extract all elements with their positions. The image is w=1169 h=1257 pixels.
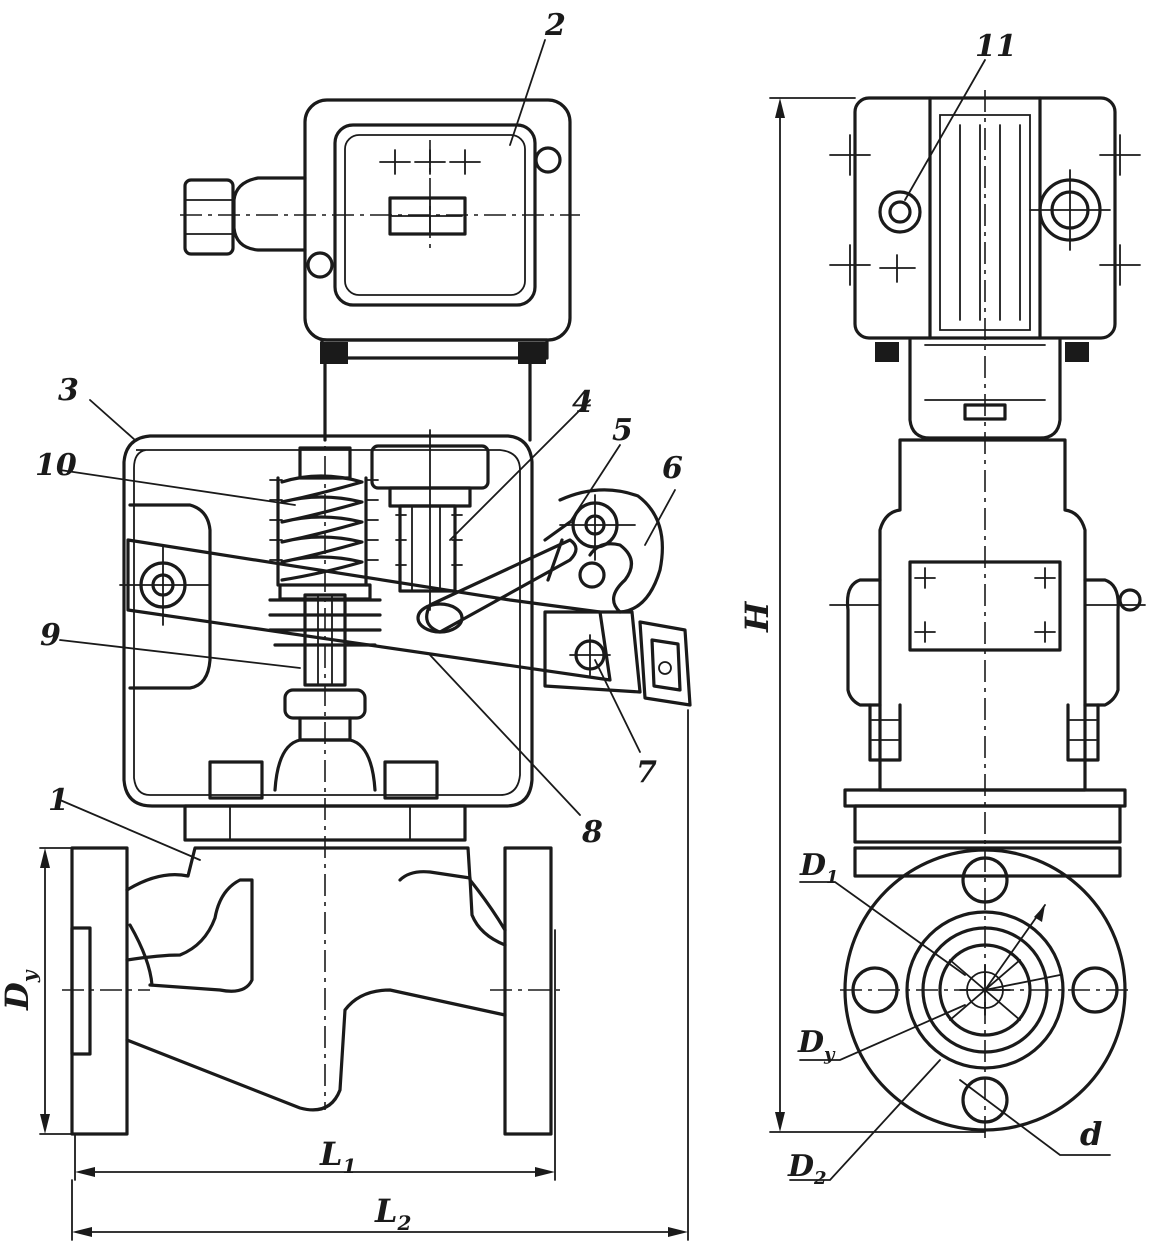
dim-h: H [738, 600, 776, 633]
stem-bellows [208, 583, 439, 800]
dim-l1: L1 [319, 1135, 356, 1178]
dimension-labels: L1 L2 Dy H D1 Dy D2 d [0, 600, 1102, 1235]
callout-9: 9 [40, 618, 61, 653]
dim-dy-left: Dy [0, 969, 41, 1011]
dim-d1: D1 [799, 848, 839, 888]
side-housing [829, 438, 1146, 878]
callout-6: 6 [662, 451, 683, 486]
callout-7: 7 [636, 755, 657, 790]
callout-2: 2 [544, 8, 566, 43]
terminal-box [183, 98, 572, 364]
callout-labels: 2 3 10 4 5 6 9 7 8 1 11 [35, 8, 1017, 850]
dim-d: d [1080, 1115, 1102, 1153]
lever [119, 503, 612, 690]
dim-l2: L2 [374, 1192, 412, 1235]
dim-dy-right: Dy [797, 1025, 836, 1065]
leader-lines [59, 39, 676, 861]
valve-body [70, 846, 553, 1136]
side-center-lines [840, 90, 1130, 1140]
center-lines [62, 140, 580, 1110]
front-view [39, 39, 692, 1241]
callout-3: 3 [58, 373, 79, 408]
dimension-lines [39, 709, 689, 1241]
callout-11: 11 [975, 29, 1017, 64]
callout-8: 8 [581, 815, 603, 850]
callout-4: 4 [572, 385, 593, 420]
callout-10: 10 [35, 448, 77, 483]
callout-1: 1 [48, 783, 69, 818]
side-bracket [543, 610, 692, 707]
dim-d2: D2 [787, 1149, 827, 1189]
callout-5: 5 [612, 413, 633, 448]
side-dimension-lines [769, 59, 1111, 1181]
microswitch [370, 429, 490, 611]
side-view [769, 59, 1146, 1181]
cam-latch [543, 488, 664, 614]
drive-housing [122, 358, 534, 808]
